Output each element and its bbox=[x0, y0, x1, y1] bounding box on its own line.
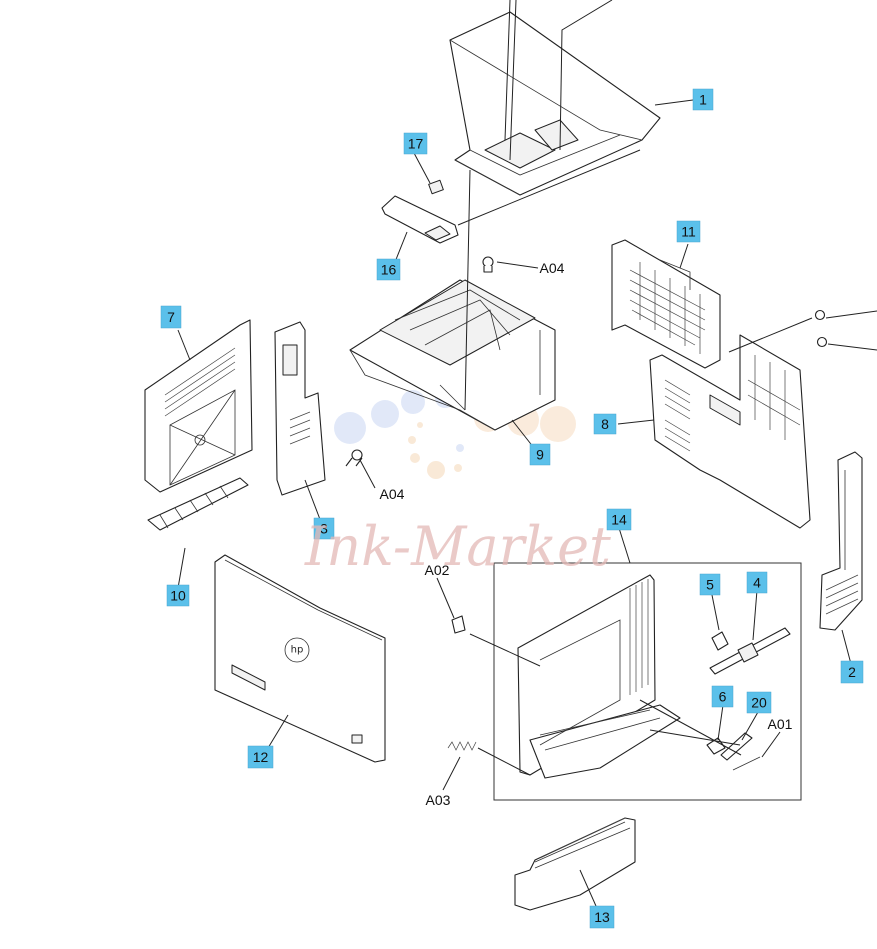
part-right-panel bbox=[819, 451, 863, 631]
callout-1: 1 bbox=[692, 88, 714, 111]
callout-label: 2 bbox=[848, 664, 856, 680]
callout-9: 9 bbox=[529, 443, 551, 466]
callout-17: 17 bbox=[403, 132, 428, 155]
callout-label: 4 bbox=[753, 575, 761, 591]
callout-label: 11 bbox=[681, 224, 696, 240]
ref-a04-left: A04 bbox=[380, 486, 405, 502]
callout-14: 14 bbox=[606, 508, 632, 531]
watermark-text: Ink-Market bbox=[304, 515, 611, 578]
callout-label: 20 bbox=[751, 695, 767, 711]
callout-4: 4 bbox=[746, 571, 768, 594]
callout-10: 10 bbox=[166, 584, 190, 607]
part-left-rail bbox=[147, 477, 249, 531]
part-front-door: hp bbox=[214, 554, 386, 763]
callout-label: 14 bbox=[611, 512, 627, 528]
callout-7: 7 bbox=[160, 305, 182, 329]
screws-right bbox=[814, 309, 828, 348]
callout-11: 11 bbox=[676, 220, 701, 243]
screw-a04-top bbox=[482, 256, 494, 273]
part-a02 bbox=[451, 615, 466, 634]
callout-label: 6 bbox=[719, 689, 727, 705]
part-a03-spring bbox=[447, 741, 477, 751]
callout-label: 1 bbox=[699, 92, 707, 108]
callout-3: 3 bbox=[313, 517, 335, 540]
ref-a01: A01 bbox=[768, 716, 793, 732]
ref-a04-top: A04 bbox=[540, 260, 565, 276]
callout-label: 5 bbox=[706, 577, 714, 593]
callout-label: 9 bbox=[536, 447, 544, 463]
part-small-rollers bbox=[706, 627, 791, 771]
leader-lines bbox=[177, 0, 877, 907]
part-output-unit bbox=[349, 279, 556, 431]
ref-a02: A02 bbox=[425, 562, 450, 578]
part-top-cover bbox=[449, 11, 661, 196]
callout-5: 5 bbox=[699, 573, 721, 596]
callout-label: 16 bbox=[381, 262, 397, 278]
callout-12: 12 bbox=[247, 745, 274, 769]
part-lower-front-bar bbox=[514, 817, 636, 911]
callout-20: 20 bbox=[746, 691, 772, 714]
callout-13: 13 bbox=[589, 905, 615, 929]
assembly-box bbox=[493, 562, 802, 801]
callout-16: 16 bbox=[376, 258, 401, 281]
part-handle-cover bbox=[381, 179, 459, 244]
callout-label: 13 bbox=[594, 909, 610, 925]
svg-text:hp: hp bbox=[291, 645, 304, 656]
part-formatter-cage bbox=[611, 239, 721, 369]
ref-a03: A03 bbox=[426, 792, 451, 808]
callout-label: 3 bbox=[320, 521, 328, 537]
part-left-inner-panel bbox=[274, 321, 326, 496]
part-tray-assembly bbox=[517, 574, 681, 779]
part-rear-cover bbox=[649, 334, 811, 529]
callout-label: 10 bbox=[170, 588, 186, 604]
callout-6: 6 bbox=[711, 685, 734, 708]
callout-label: 12 bbox=[253, 749, 269, 765]
callout-2: 2 bbox=[840, 660, 864, 684]
callout-label: 7 bbox=[167, 309, 175, 325]
part-left-cover bbox=[144, 319, 253, 493]
callout-label: 8 bbox=[601, 416, 609, 432]
screw-a04-left bbox=[345, 449, 363, 467]
callout-label: 17 bbox=[408, 136, 424, 152]
callout-8: 8 bbox=[593, 413, 617, 435]
